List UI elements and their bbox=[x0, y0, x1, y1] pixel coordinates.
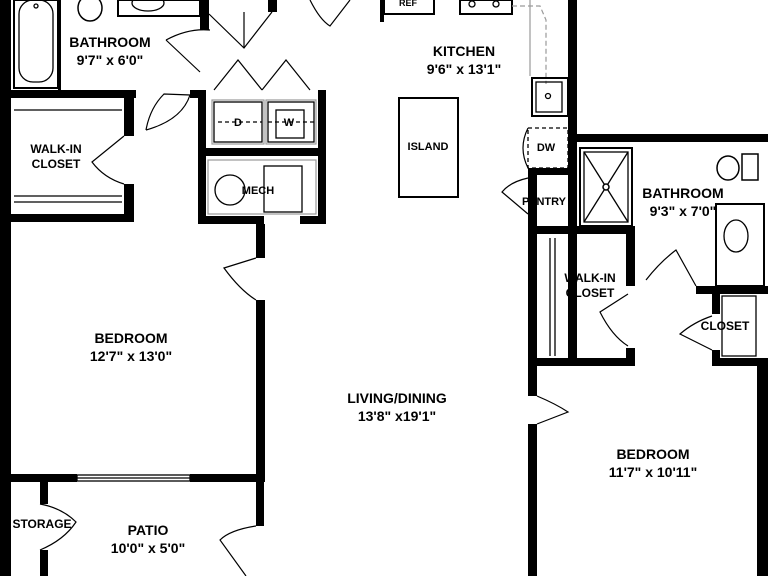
bathroom2-doors bbox=[599, 249, 757, 357]
kitchen-name: KITCHEN bbox=[433, 43, 495, 59]
walkin1-line2: CLOSET bbox=[32, 157, 81, 171]
patio-size: 10'0" x 5'0" bbox=[111, 540, 185, 556]
walkin2-line2: CLOSET bbox=[566, 286, 615, 300]
island-label: ISLAND bbox=[408, 141, 449, 153]
bathroom1-fixtures bbox=[13, 0, 201, 90]
bedroom1-size: 12'7" x 13'0" bbox=[90, 348, 172, 364]
storage-name: STORAGE bbox=[12, 517, 71, 531]
bedroom2-size: 11'7" x 10'11" bbox=[609, 464, 697, 480]
pantry-label: PANTRY bbox=[522, 196, 567, 208]
kitchen-size: 9'6" x 13'1" bbox=[427, 61, 501, 77]
living-size: 13'8" x19'1" bbox=[358, 408, 436, 424]
mech-label: MECH bbox=[242, 185, 274, 197]
bathroom2-fixtures bbox=[579, 147, 765, 287]
patio-name: PATIO bbox=[128, 522, 169, 538]
dryer-label: D bbox=[234, 117, 242, 129]
pantry bbox=[501, 177, 529, 215]
door-swings-top bbox=[145, 0, 351, 131]
bedroom1-name: BEDROOM bbox=[94, 330, 167, 346]
bathroom2-size: 9'3" x 7'0" bbox=[650, 203, 717, 219]
bathroom1-size: 9'7" x 6'0" bbox=[77, 52, 144, 68]
walkin2-line1: WALK-IN bbox=[564, 271, 615, 285]
refrigerator-label: REF bbox=[399, 0, 418, 8]
walkin1-line1: WALK-IN bbox=[30, 142, 81, 156]
laundry bbox=[211, 59, 317, 145]
mech-closet bbox=[207, 159, 317, 215]
washer-label: W bbox=[284, 117, 295, 129]
bedroom2-elements bbox=[536, 238, 570, 425]
bathroom1-name: BATHROOM bbox=[69, 34, 150, 50]
bedroom2-name: BEDROOM bbox=[616, 446, 689, 462]
dishwasher-label: DW bbox=[537, 142, 556, 154]
kitchen-fixtures bbox=[380, 0, 569, 198]
living-name: LIVING/DINING bbox=[347, 390, 447, 406]
bedroom1-elements bbox=[14, 109, 257, 576]
closet-name: CLOSET bbox=[701, 319, 750, 333]
bathroom2-name: BATHROOM bbox=[642, 185, 723, 201]
